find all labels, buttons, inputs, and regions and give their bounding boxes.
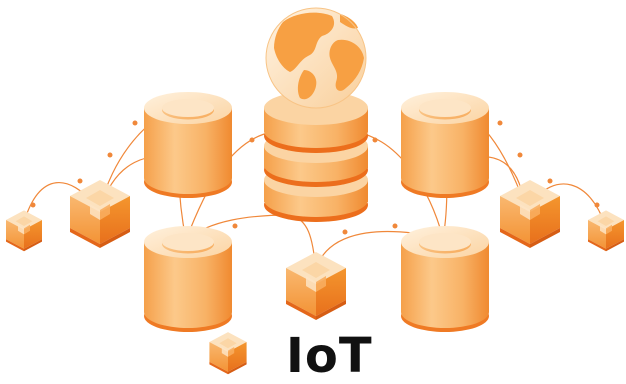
central-server-stack	[264, 91, 368, 222]
database-icon	[144, 226, 232, 332]
cube-device-icon	[286, 252, 346, 320]
database-icon	[401, 226, 489, 332]
cube-device-icon	[209, 332, 247, 375]
cube-device-icon	[5, 210, 42, 252]
iot-label: IoT	[286, 328, 373, 384]
database-icon	[401, 92, 489, 198]
globe-icon	[265, 7, 367, 109]
database-icon	[144, 92, 232, 198]
cube-device-icon	[588, 210, 624, 252]
cube-device-icon	[500, 180, 560, 248]
